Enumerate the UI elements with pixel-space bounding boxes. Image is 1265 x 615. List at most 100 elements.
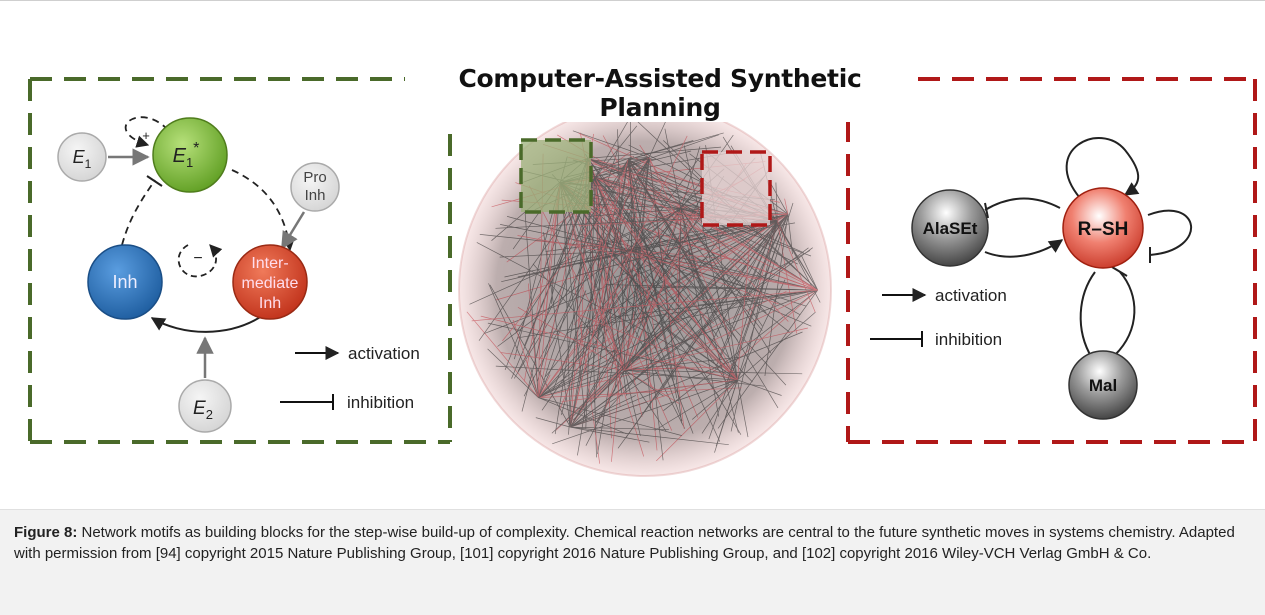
network-edge <box>683 145 738 380</box>
node-e2 <box>178 379 232 433</box>
label-plus: + <box>142 128 150 143</box>
network-edge <box>680 213 789 343</box>
network-edge <box>587 158 751 263</box>
network-edge <box>568 204 626 371</box>
network-edge <box>587 158 683 422</box>
network-edge <box>572 130 650 158</box>
network-edge <box>560 182 719 397</box>
network-edge <box>721 289 818 374</box>
network-edge <box>570 426 729 446</box>
network-edge <box>708 214 789 440</box>
label-rsh: R–SH <box>1078 219 1129 240</box>
network-edge <box>646 208 682 231</box>
network-edge <box>570 175 725 428</box>
network-edge <box>570 331 803 428</box>
legend-right-inhibition-label: inhibition <box>935 330 1002 349</box>
node-e1-star <box>152 117 228 193</box>
network-edge <box>627 159 779 409</box>
network-edge <box>634 287 738 381</box>
right-diagram <box>870 137 1192 420</box>
network-edge <box>631 157 700 251</box>
network-edge <box>517 235 818 291</box>
label-e1-star: E1* <box>173 140 200 170</box>
network-edge <box>587 158 694 434</box>
network-edge <box>764 214 789 376</box>
network-edge <box>570 228 612 428</box>
node-e1 <box>57 132 107 182</box>
network-edge <box>631 222 796 251</box>
network-edge <box>570 197 627 428</box>
label-alaset: AlaSEt <box>923 219 978 238</box>
network-edge <box>624 369 765 387</box>
network-edge <box>624 327 808 371</box>
network-edge <box>617 213 789 449</box>
network-edge <box>471 289 818 322</box>
network-edge <box>661 211 818 291</box>
network-edge <box>500 352 625 371</box>
label-intermediate-3: Inh <box>259 295 281 312</box>
network-edge <box>576 313 738 381</box>
network-edge <box>627 159 692 191</box>
network-edge <box>593 180 738 381</box>
network-edge <box>566 289 818 387</box>
network-edge <box>517 159 629 372</box>
network-edge <box>611 250 632 462</box>
network-edge <box>570 401 648 428</box>
network-edge <box>624 311 635 371</box>
node-intermediate-inh <box>232 244 308 320</box>
network-edge <box>680 208 766 279</box>
network-edge <box>538 283 692 398</box>
network-edge <box>626 157 650 165</box>
label-e2: E2 <box>193 398 213 422</box>
edge-mal-inhibits-rsh <box>1114 271 1136 356</box>
network-edge <box>604 250 632 259</box>
network-edge <box>499 250 632 258</box>
label-e1: E1 <box>73 147 92 171</box>
legend-activation-label: activation <box>348 344 420 363</box>
edge-e1star-intermediate <box>231 169 295 252</box>
label-pro: Pro <box>303 169 326 186</box>
network-edge <box>737 279 786 381</box>
network-edge <box>624 207 700 371</box>
network-edge <box>664 128 682 210</box>
label-inh: Inh <box>112 272 137 292</box>
network-edge <box>595 177 655 247</box>
network-edge <box>559 182 601 464</box>
edge-e1star-selfloop <box>124 116 169 148</box>
network-edge <box>587 146 722 159</box>
network-edge <box>595 134 719 178</box>
network-edge <box>729 379 738 382</box>
label-pro-inh: Inh <box>305 187 326 204</box>
network-edge <box>647 181 818 291</box>
reaction-network <box>458 103 832 477</box>
network-edge <box>714 379 738 453</box>
network-edge <box>538 145 620 398</box>
network-edge <box>663 289 818 411</box>
network-edge <box>551 220 778 434</box>
network-edge <box>801 255 819 291</box>
network-edge <box>538 359 618 398</box>
network-edge <box>582 220 778 341</box>
network-edge <box>489 284 571 428</box>
network-edge <box>538 290 587 398</box>
network-edge <box>624 298 738 381</box>
network-edge <box>594 177 627 396</box>
network-red-highlight <box>700 150 772 227</box>
network-edge <box>632 176 818 291</box>
network-edge <box>538 397 682 436</box>
network-edge <box>627 140 694 161</box>
figure-top-rule <box>0 0 1265 14</box>
network-edge <box>538 346 705 398</box>
network-edge <box>784 198 789 215</box>
network-edge <box>621 207 738 381</box>
node-alaset <box>911 189 989 267</box>
network-edge <box>631 135 688 251</box>
network-edge <box>573 250 632 326</box>
network-edge <box>570 294 691 428</box>
network-edge <box>595 177 787 386</box>
network-edge <box>737 379 782 396</box>
edge-inh-e1star <box>121 179 156 246</box>
center-negative-loop <box>177 244 223 278</box>
left-panel-frame <box>28 77 452 444</box>
caption-text: Network motifs as building blocks for th… <box>14 524 1235 562</box>
